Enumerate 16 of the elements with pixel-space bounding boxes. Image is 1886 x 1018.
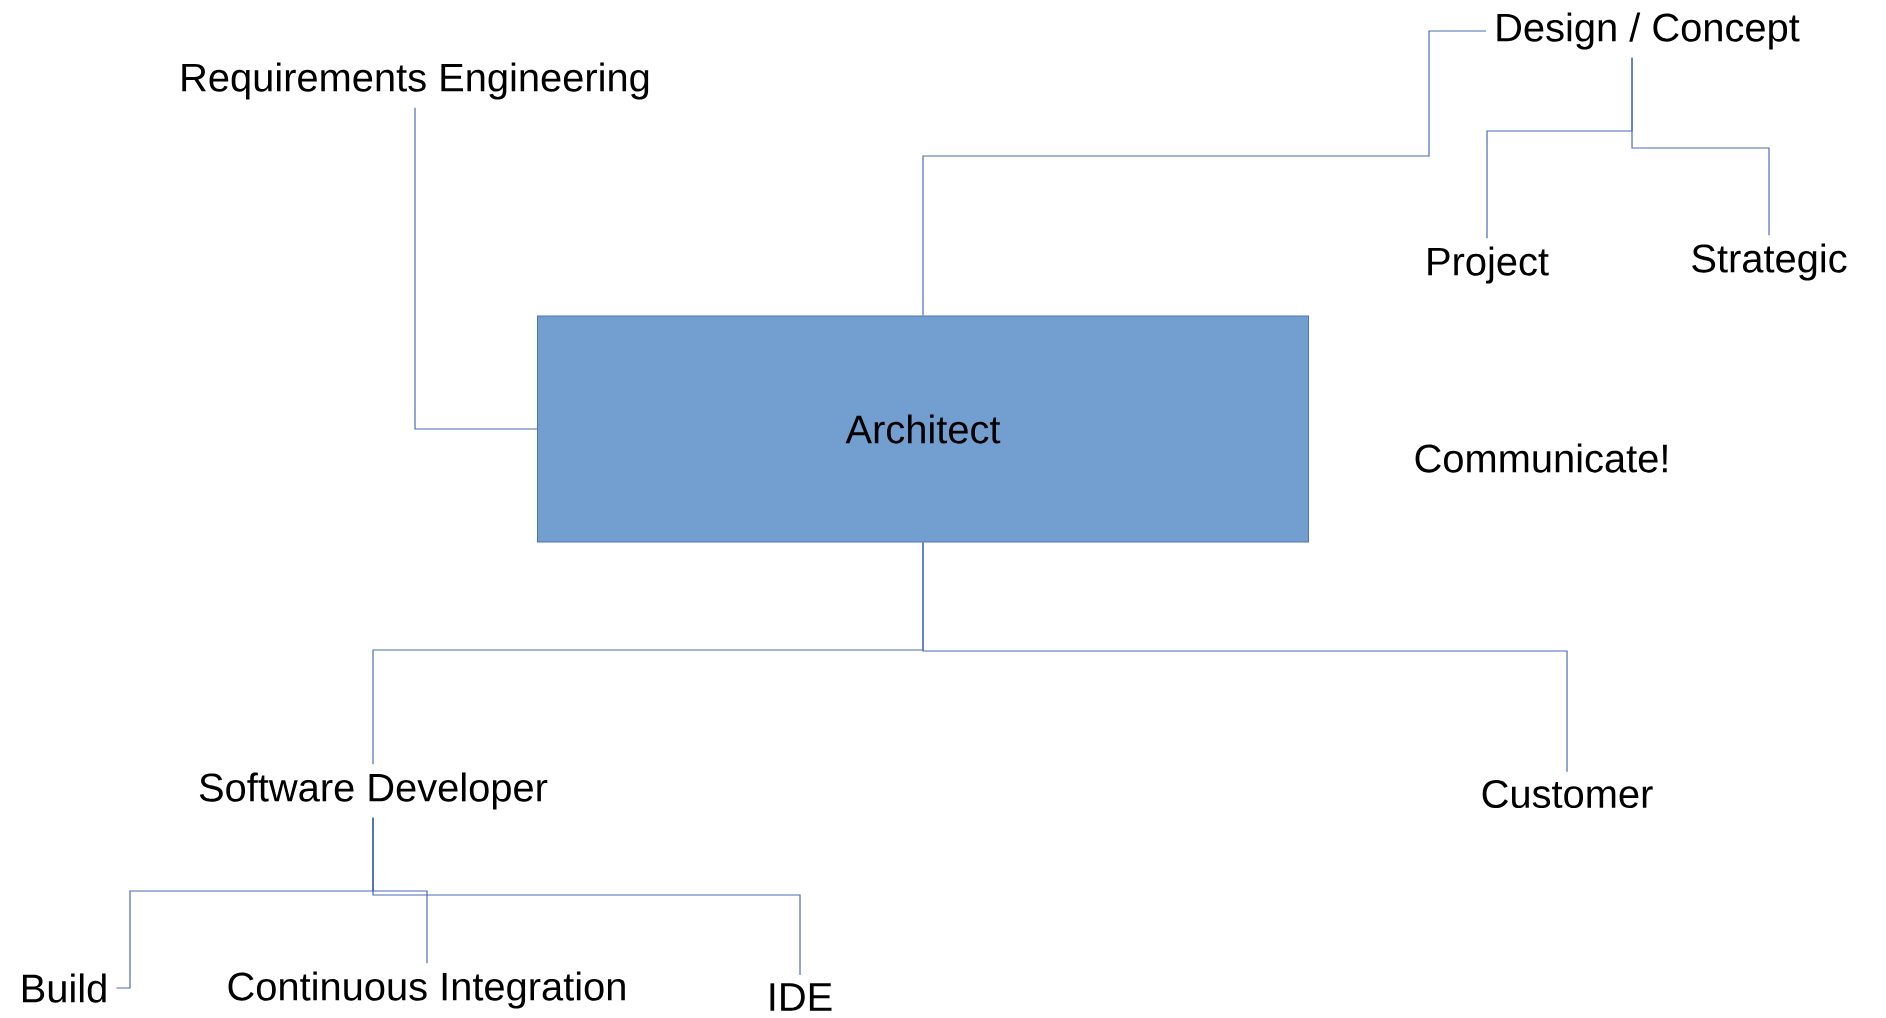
topic-text: Strategic	[1692, 243, 1847, 281]
connector-line	[922, 30, 1487, 317]
topic-text: Project	[1428, 246, 1549, 284]
connector-line	[414, 107, 538, 430]
topic-text: IDE	[770, 983, 832, 1011]
topic-text: Build	[22, 973, 106, 1003]
connector-line	[922, 541, 1568, 773]
connector-line	[1631, 57, 1770, 236]
role-box: Architect	[537, 315, 1309, 543]
topic-text: Customer	[1482, 779, 1653, 809]
note-text: Communicate!	[1415, 443, 1667, 473]
topic-text: Continuous Integration	[228, 971, 625, 1009]
topic-text: Requirements Engineering	[182, 62, 649, 100]
topic-text: Design / Concept	[1497, 12, 1800, 50]
connector-line	[372, 817, 801, 976]
topic-text: Software Developer	[199, 772, 548, 810]
